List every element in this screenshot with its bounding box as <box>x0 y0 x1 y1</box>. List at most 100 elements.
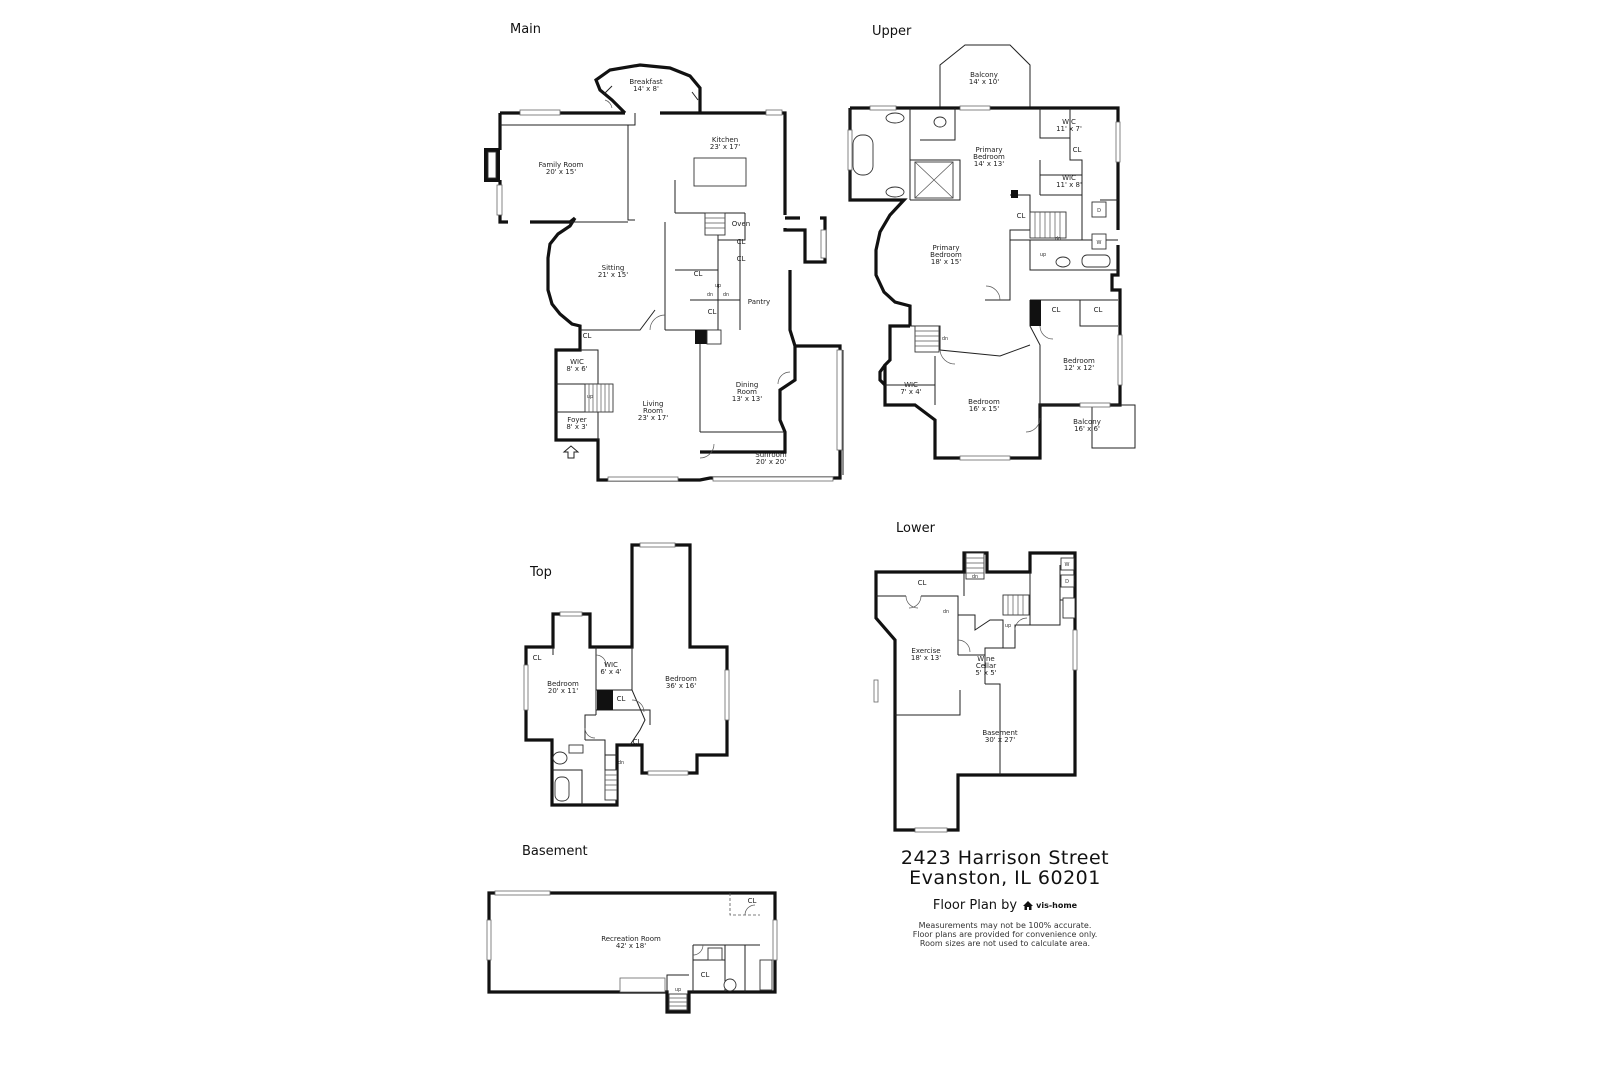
room-wic-upper1-name: WIC <box>1062 118 1076 126</box>
upper-floor-plan: D W Balcony 14' x 10' Primary Bedroom 14… <box>847 44 1136 461</box>
brand-logo: vis-home <box>1022 900 1077 911</box>
dryer-label: D <box>1097 208 1101 214</box>
closet-label: CL <box>708 308 717 316</box>
lower-floor-plan: W D Exercise 18' x 13' Wine Cellar 5' x … <box>873 551 1078 833</box>
room-balcony-top-size: 14' x 10' <box>969 78 999 86</box>
room-bedroom-top1-name: Bedroom <box>547 680 579 688</box>
floor-label-basement: Basement <box>522 844 588 859</box>
stair-down-label: dn <box>1055 236 1061 242</box>
stair-down-label: dn <box>942 336 948 342</box>
basement-floor-plan: Recreation Room 42' x 18' CL CL up <box>486 890 778 1014</box>
room-bedroom-upper2-size: 16' x 15' <box>969 405 999 413</box>
room-kitchen-size: 23' x 17' <box>710 143 740 151</box>
room-wine-name1: Wine <box>977 655 994 663</box>
dryer-label: D <box>1065 579 1069 585</box>
room-wic-upper3-size: 7' x 4' <box>900 388 921 396</box>
room-dining-name1: Dining <box>736 381 759 389</box>
room-living-size: 23' x 17' <box>638 414 668 422</box>
room-bedroom-upper2-name: Bedroom <box>968 398 1000 406</box>
room-basement-lower-size: 30' x 27' <box>985 736 1015 744</box>
stair-down-label: dn <box>972 574 978 580</box>
top-floor-plan: Bedroom 20' x 11' WIC 6' x 4' Bedroom 36… <box>523 542 730 807</box>
room-wic-top-name: WIC <box>604 661 618 669</box>
room-exercise-size: 18' x 13' <box>911 654 941 662</box>
room-wic-upper2-name: WIC <box>1062 174 1076 182</box>
closet-label: CL <box>694 270 703 278</box>
room-bedroom-upper1-size: 12' x 12' <box>1064 364 1094 372</box>
room-bedroom-top2-size: 36' x 16' <box>666 682 696 690</box>
room-recreation-size: 42' x 18' <box>616 942 646 950</box>
room-sunroom-size: 20' x 20' <box>756 458 786 466</box>
room-primary1-name2: Bedroom <box>973 153 1005 161</box>
closet-label: CL <box>617 695 626 703</box>
room-wic-main-size: 8' x 6' <box>566 365 587 373</box>
stair-up-label: up <box>1005 623 1011 629</box>
stair-down-label: dn <box>707 292 713 298</box>
room-primary2-name2: Bedroom <box>930 251 962 259</box>
closet-label: CL <box>737 255 746 263</box>
room-bedroom-upper1-name: Bedroom <box>1063 357 1095 365</box>
closet-label: CL <box>633 738 642 746</box>
room-balcony-side-size: 16' x 6' <box>1074 425 1100 433</box>
closet-label: CL <box>533 654 542 662</box>
house-icon <box>1023 901 1034 910</box>
entry-arrow-icon <box>562 445 580 459</box>
address-city: Evanston, IL 60201 <box>909 867 1101 889</box>
room-sunroom-name: Sunroom <box>755 451 787 459</box>
room-balcony-top-name: Balcony <box>970 71 998 79</box>
disclaimer-line: Floor plans are provided for convenience… <box>912 930 1098 939</box>
closet-label: CL <box>1073 146 1082 154</box>
room-balcony-side-name: Balcony <box>1073 418 1101 426</box>
stair-up-label: up <box>715 283 721 289</box>
stair-down-label: dn <box>723 292 729 298</box>
main-stairs <box>584 212 726 413</box>
floor-label-top: Top <box>529 565 552 580</box>
room-sitting-name: Sitting <box>602 264 625 272</box>
room-basement-lower-name: Basement <box>982 729 1018 737</box>
stair-up-label: up <box>587 394 593 400</box>
room-wic-upper2-size: 11' x 8' <box>1056 181 1082 189</box>
brand-name: vis-home <box>1036 901 1078 910</box>
room-wic-upper1-size: 11' x 7' <box>1056 125 1082 133</box>
room-sitting-size: 21' x 15' <box>598 271 628 279</box>
room-wic-main-name: WIC <box>570 358 584 366</box>
floor-label-upper: Upper <box>872 24 912 39</box>
room-bedroom-top1-size: 20' x 11' <box>548 687 578 695</box>
room-family-size: 20' x 15' <box>546 168 576 176</box>
oven-label: Oven <box>732 220 750 228</box>
room-foyer-name: Foyer <box>567 416 587 424</box>
stair-down-label: dn <box>618 760 624 766</box>
room-living-name1: Living <box>643 400 664 408</box>
room-primary2-size: 18' x 15' <box>931 258 961 266</box>
room-dining-name2: Room <box>737 388 757 396</box>
closet-label: CL <box>748 897 757 905</box>
room-kitchen-name: Kitchen <box>712 136 738 144</box>
room-breakfast-size: 14' x 8' <box>633 85 659 93</box>
room-breakfast-name: Breakfast <box>629 78 663 86</box>
room-primary1-name1: Primary <box>975 146 1002 154</box>
closet-label: CL <box>1052 306 1061 314</box>
closet-label: CL <box>583 332 592 340</box>
room-wic-upper3-name: WIC <box>904 381 918 389</box>
washer-label: W <box>1097 240 1102 246</box>
disclaimer: Measurements may not be 100% accurate. F… <box>885 921 1125 948</box>
room-exercise-name: Exercise <box>911 647 940 655</box>
room-pantry-name: Pantry <box>748 298 770 306</box>
room-wine-size: 5' x 5' <box>975 669 996 677</box>
closet-label: CL <box>701 971 710 979</box>
room-primary1-size: 14' x 13' <box>974 160 1004 168</box>
disclaimer-line: Room sizes are not used to calculate are… <box>919 939 1091 948</box>
property-footer: 2423 Harrison Street Evanston, IL 60201 … <box>885 848 1125 948</box>
main-floor-plan: Breakfast 14' x 8' Kitchen 23' x 17' Fam… <box>484 63 844 482</box>
room-bedroom-top2-name: Bedroom <box>665 675 697 683</box>
room-recreation-name: Recreation Room <box>601 935 661 943</box>
disclaimer-line: Measurements may not be 100% accurate. <box>918 921 1092 930</box>
floor-plan-credit: Floor Plan by vis-home <box>885 898 1125 913</box>
room-dining-size: 13' x 13' <box>732 395 762 403</box>
stair-down-label: dn <box>943 609 949 615</box>
credit-text: Floor Plan by <box>932 898 1018 913</box>
room-wic-top-size: 6' x 4' <box>600 668 621 676</box>
room-primary2-name1: Primary <box>932 244 959 252</box>
washer-label: W <box>1065 562 1070 568</box>
